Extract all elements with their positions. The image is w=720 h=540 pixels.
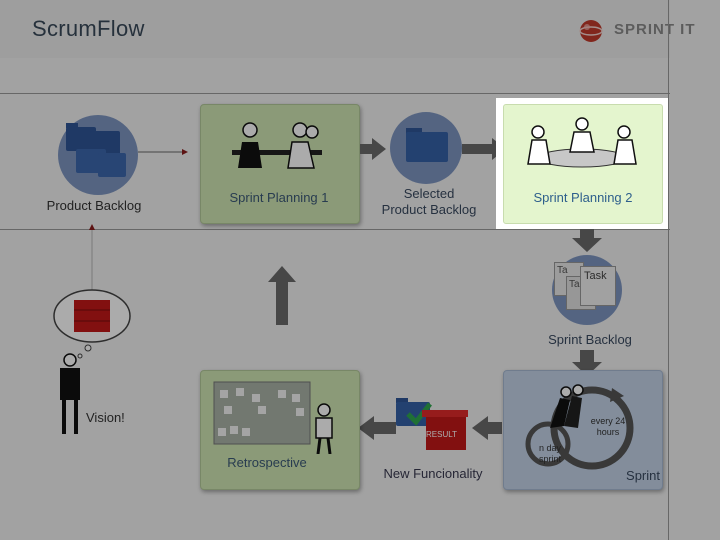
vision-label: Vision! (86, 410, 125, 425)
sprint-planning-1-box (200, 104, 360, 224)
selected-backlog-label-line2: Product Backlog (381, 202, 477, 217)
arrow-head-vision (89, 224, 95, 230)
n-day-line1: n day (538, 443, 562, 453)
selected-backlog-label: Selected Product Backlog (370, 186, 488, 218)
divider-middle (0, 229, 670, 230)
arrow-planning1-to-selected (360, 138, 386, 160)
retrospective-board-icon (213, 381, 333, 454)
new-functionality-icon (396, 398, 468, 450)
arrow-head-backlog (182, 149, 188, 155)
arrow-planning2-to-sprint-backlog (572, 226, 602, 252)
n-day-line2: sprint (538, 454, 561, 464)
sprint-cycle-icon (525, 384, 634, 470)
task-card-1-text: Ta (557, 265, 568, 276)
arrow-sprint-to-functionality (472, 416, 502, 440)
arrow-functionality-to-retrospective (358, 416, 396, 440)
every-24-hours-label: every 24 hours (584, 416, 632, 438)
arrow-retrospective-up (268, 266, 296, 325)
brand-logo: SPRINT IT (578, 18, 698, 44)
brand-globe-icon (579, 20, 603, 42)
task-card-2-text: Ta (569, 279, 580, 290)
folder-icon (406, 128, 448, 162)
app-title: ScrumFlow (32, 16, 145, 41)
arrow-sprint-backlog-to-sprint (572, 350, 602, 376)
divider-vertical (668, 0, 669, 540)
meeting-people-icon (232, 122, 322, 169)
vision-icon (53, 289, 131, 434)
task-card-3-text: Task (584, 270, 607, 282)
product-backlog-label: Product Backlog (46, 198, 142, 213)
sprint-planning-1-label: Sprint Planning 1 (229, 190, 329, 205)
header (0, 0, 670, 58)
n-day-sprint-label: n day sprint (530, 443, 570, 465)
every-24-line2: hours (596, 427, 620, 437)
every-24-line1: every 24 (590, 416, 626, 426)
round-table-meeting-icon (527, 117, 637, 168)
result-box-text: RESULT (426, 430, 457, 439)
divider-top (0, 93, 670, 94)
sprint-backlog-label: Sprint Backlog (548, 332, 632, 347)
selected-backlog-label-line1: Selected (403, 186, 455, 201)
new-functionality-label: New Funcionality (383, 466, 483, 481)
task-card-3: Task (580, 266, 616, 306)
folders-icon (66, 123, 126, 177)
arrow-selected-to-planning2 (462, 138, 506, 160)
sprint-planning-2-label: Sprint Planning 2 (533, 190, 633, 205)
sprint-label: Sprint (626, 468, 660, 483)
retrospective-label: Retrospective (227, 455, 307, 470)
brand-text: SPRINT IT (614, 21, 696, 38)
